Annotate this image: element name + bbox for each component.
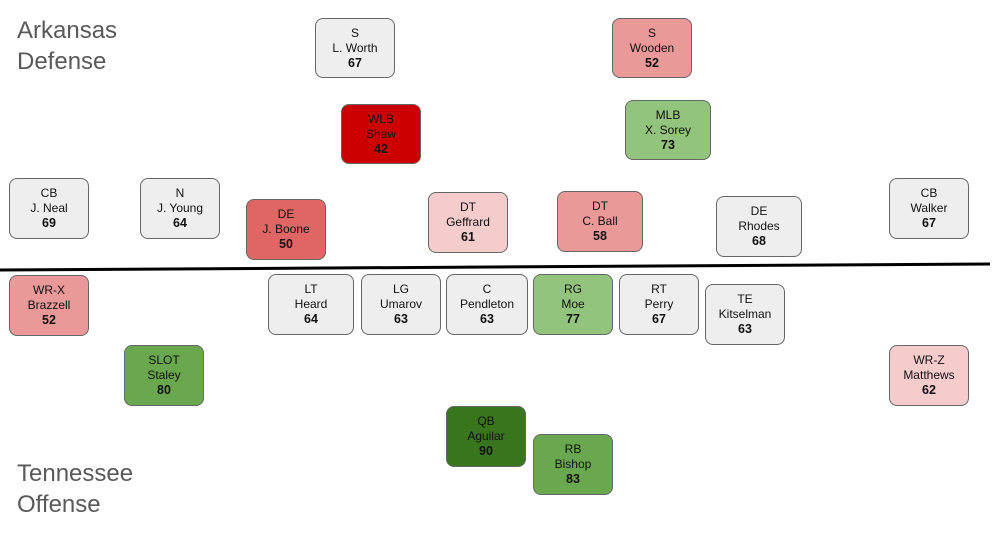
player-rating: 63 (480, 312, 494, 326)
offense-team-name: Tennessee (17, 460, 134, 487)
player-rating: 77 (566, 312, 580, 326)
player-rating: 50 (279, 237, 293, 251)
player-rating: 64 (304, 312, 318, 326)
player-pos: DT (592, 199, 608, 213)
player-rating: 63 (738, 322, 752, 336)
player-rating: 42 (374, 141, 388, 156)
player-pos: CB (40, 186, 58, 200)
defense-unit-label: Defense (17, 48, 107, 75)
defense-team-name: Arkansas (17, 17, 118, 44)
player-rating: 90 (479, 444, 493, 458)
player-pos: S (647, 25, 656, 40)
player-pos: S (350, 25, 359, 40)
player-rating: 69 (42, 216, 56, 230)
player-name: Umarov (379, 297, 422, 311)
player-name: Shaw (365, 126, 397, 141)
player-name: J. Young (156, 201, 204, 215)
player-name: Kitselman (718, 307, 772, 321)
player-rating: 62 (922, 383, 936, 397)
player-pos: WR-Z (913, 353, 945, 367)
player-rating: 58 (593, 229, 607, 243)
player-rating: 61 (461, 230, 475, 244)
player-pos: LG (392, 282, 409, 296)
player-rating: 67 (348, 55, 362, 70)
player-rating: 68 (752, 234, 766, 248)
player-pos: SLOT (148, 353, 180, 367)
player-pos: RB (564, 442, 582, 456)
offense-unit-label: Offense (17, 491, 101, 518)
player-name: Heard (294, 297, 328, 311)
player-pos: N (175, 186, 185, 200)
player-pos: LT (304, 282, 318, 296)
player-rating: 73 (661, 137, 675, 152)
player-pos: WLB (367, 111, 394, 126)
player-pos: WR-X (33, 283, 65, 297)
player-rating: 63 (394, 312, 408, 326)
player-rating: 64 (173, 216, 187, 230)
player-pos: RT (651, 282, 667, 296)
player-name: Pendleton (459, 297, 515, 311)
offense-title: Tennessee Offense (17, 458, 133, 520)
player-pos: DE (277, 207, 295, 221)
player-name: Geffrard (446, 215, 490, 229)
player-name: X. Sorey (644, 122, 692, 137)
player-name: Wooden (629, 40, 675, 55)
player-name: Matthews (903, 368, 955, 382)
player-rating: 52 (42, 313, 56, 327)
player-rating: 80 (157, 383, 171, 397)
player-pos: QB (477, 414, 495, 428)
player-name: J. Boone (262, 222, 310, 236)
player-pos: C (482, 282, 492, 296)
player-name: Moe (561, 297, 585, 311)
player-pos: RG (564, 282, 582, 296)
player-name: Aguilar (467, 429, 505, 443)
player-name: L. Worth (332, 40, 378, 55)
player-rating: 52 (645, 55, 659, 70)
player-name: Staley (147, 368, 181, 382)
player-name: Bishop (554, 457, 592, 471)
player-name: Brazzell (27, 298, 71, 312)
player-name: Rhodes (738, 219, 780, 233)
player-pos: CB (920, 186, 938, 200)
player-pos: DE (750, 204, 768, 218)
player-rating: 67 (652, 312, 666, 326)
player-pos: MLB (655, 107, 681, 122)
player-rating: 83 (566, 472, 580, 486)
player-pos: TE (737, 292, 753, 306)
player-name: Walker (910, 201, 948, 215)
player-pos: DT (460, 200, 476, 214)
player-name: C. Ball (582, 214, 618, 228)
defense-title: Arkansas Defense (17, 15, 117, 77)
player-name: Perry (644, 297, 674, 311)
player-rating: 67 (922, 216, 936, 230)
player-name: J. Neal (30, 201, 68, 215)
